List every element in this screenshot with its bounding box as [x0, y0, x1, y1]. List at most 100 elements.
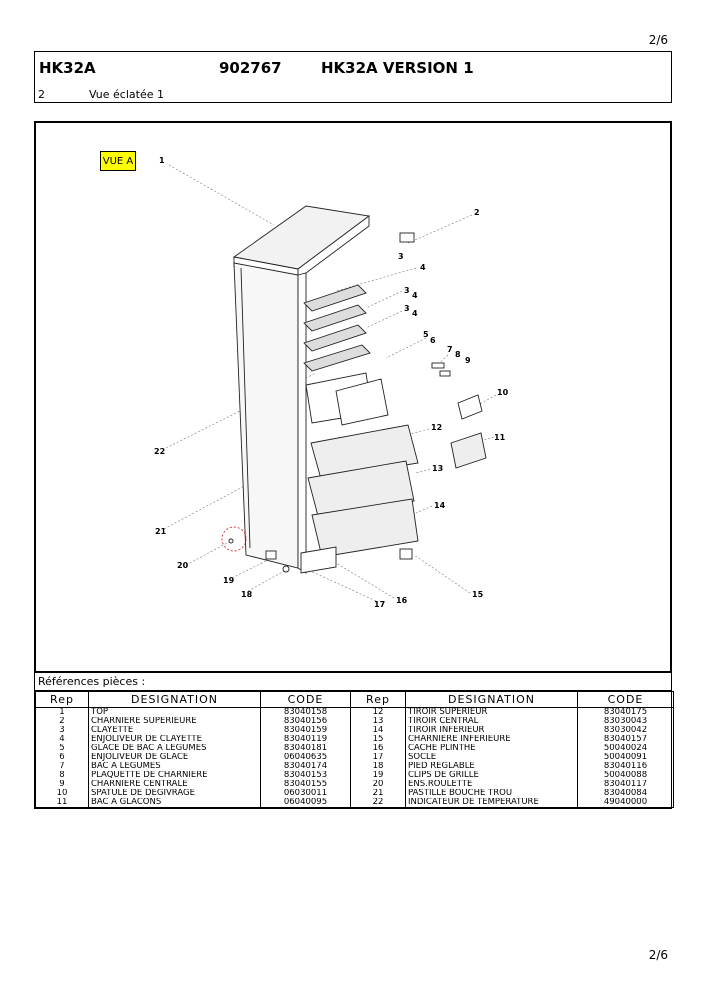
callout-21: 21: [155, 527, 167, 536]
callout-13: 13: [432, 464, 443, 473]
table-cell: CACHE PLINTHE: [405, 744, 578, 753]
callout-18: 18: [241, 590, 253, 599]
table-cell: 06040635: [260, 753, 351, 762]
exploded-view-drawing: 1 2 3 4 3 4 3 4 5 6 7 8 9 10 11 12 13 14…: [154, 156, 509, 609]
table-cell: 50040024: [577, 744, 674, 753]
document-header: HK32A 902767 HK32A VERSION 1 2 Vue éclat…: [34, 51, 672, 103]
callout-3c: 3: [404, 304, 410, 313]
table-cell: CHARNIERE SUPERIEURE: [88, 717, 261, 726]
table-cell: CLIPS DE GRILLE: [405, 771, 578, 780]
table-cell: 8: [35, 771, 89, 780]
callout-4c: 4: [412, 309, 418, 318]
callout-10: 10: [497, 388, 509, 397]
table-cell: 12: [350, 707, 406, 717]
callout-22: 22: [154, 447, 165, 456]
table-cell: 83030042: [577, 726, 674, 735]
table-cell: SPATULE DE DEGIVRAGE: [88, 789, 261, 798]
table-cell: 14: [350, 726, 406, 735]
table-cell: 83040156: [260, 717, 351, 726]
model-code: 902767: [219, 59, 282, 77]
table-cell: 17: [350, 753, 406, 762]
table-cell: ENJOLIVEUR DE GLACE: [88, 753, 261, 762]
table-cell: 22: [350, 798, 406, 808]
table-cell: 1: [35, 707, 89, 717]
table-cell: 11: [35, 798, 89, 808]
table-cell: GLACE DE BAC A LEGUMES: [88, 744, 261, 753]
page-number-top: 2/6: [648, 33, 668, 47]
table-cell: INDICATEUR DE TEMPERATURE: [405, 798, 578, 808]
callout-4a: 4: [420, 263, 426, 272]
callout-16: 16: [396, 596, 408, 605]
callout-labels: 1 2 3 4 3 4 3 4 5 6 7 8 9 10 11 12 13 14…: [154, 156, 509, 609]
parts-table: Rep DESIGNATION CODE Rep DESIGNATION COD…: [35, 691, 674, 808]
table-cell: 20: [350, 780, 406, 789]
leader-lines: [163, 164, 497, 602]
table-cell: PLAQUETTE DE CHARNIERE: [88, 771, 261, 780]
col-header-code-2: CODE: [577, 691, 674, 708]
table-cell: TOP: [88, 707, 261, 717]
table-cell: TIROIR SUPERIEUR: [405, 707, 578, 717]
col-header-rep-2: Rep: [350, 691, 406, 708]
callout-1: 1: [159, 156, 165, 165]
table-cell: PIED REGLABLE: [405, 762, 578, 771]
table-cell: 10: [35, 789, 89, 798]
table-cell: CHARNIERE CENTRALE: [88, 780, 261, 789]
callout-17: 17: [374, 600, 385, 609]
callout-8: 8: [455, 350, 461, 359]
table-cell: 83040153: [260, 771, 351, 780]
table-cell: 06030011: [260, 789, 351, 798]
table-cell: 16: [350, 744, 406, 753]
parts-table-title: Références pièces :: [35, 673, 671, 691]
table-cell: 83040084: [577, 789, 674, 798]
col-header-designation-1: DESIGNATION: [88, 691, 261, 708]
callout-4b: 4: [412, 291, 418, 300]
table-cell: 83040159: [260, 726, 351, 735]
table-cell: TIROIR CENTRAL: [405, 717, 578, 726]
table-cell: 50040088: [577, 771, 674, 780]
callout-15: 15: [472, 590, 484, 599]
view-label: VUE A: [100, 151, 136, 171]
table-cell: TIROIR INFERIEUR: [405, 726, 578, 735]
table-cell: 83040158: [260, 707, 351, 717]
table-cell: 83040175: [577, 707, 674, 717]
callout-12: 12: [431, 423, 442, 432]
callout-20: 20: [177, 561, 189, 570]
table-cell: 83040116: [577, 762, 674, 771]
table-cell: BAC A GLACONS: [88, 798, 261, 808]
table-cell: 21: [350, 789, 406, 798]
table-cell: 3: [35, 726, 89, 735]
table-cell: 83040117: [577, 780, 674, 789]
table-cell: 83030043: [577, 717, 674, 726]
col-header-rep-1: Rep: [35, 691, 89, 708]
table-cell: SOCLE: [405, 753, 578, 762]
table-cell: 83040155: [260, 780, 351, 789]
model-name: HK32A: [39, 59, 96, 77]
table-cell: 50040091: [577, 753, 674, 762]
callout-5: 5: [423, 330, 429, 339]
exploded-view-diagram: 1 2 3 4 3 4 3 4 5 6 7 8 9 10 11 12 13 14…: [34, 121, 672, 673]
table-cell: CLAYETTE: [88, 726, 261, 735]
table-cell: CHARNIERE INFERIEURE: [405, 735, 578, 744]
callout-9: 9: [465, 356, 471, 365]
table-cell: 83040157: [577, 735, 674, 744]
section-title: Vue éclatée 1: [89, 88, 164, 101]
callout-2: 2: [474, 208, 480, 217]
col-header-designation-2: DESIGNATION: [405, 691, 578, 708]
table-cell: 4: [35, 735, 89, 744]
section-number: 2: [38, 88, 45, 101]
model-version: HK32A VERSION 1: [321, 59, 474, 77]
table-cell: 83040119: [260, 735, 351, 744]
callout-19: 19: [223, 576, 235, 585]
parts-reference-table: Références pièces : Rep DESIGNATION CODE…: [34, 673, 674, 809]
table-cell: 6: [35, 753, 89, 762]
table-cell: BAC A LEGUMES: [88, 762, 261, 771]
